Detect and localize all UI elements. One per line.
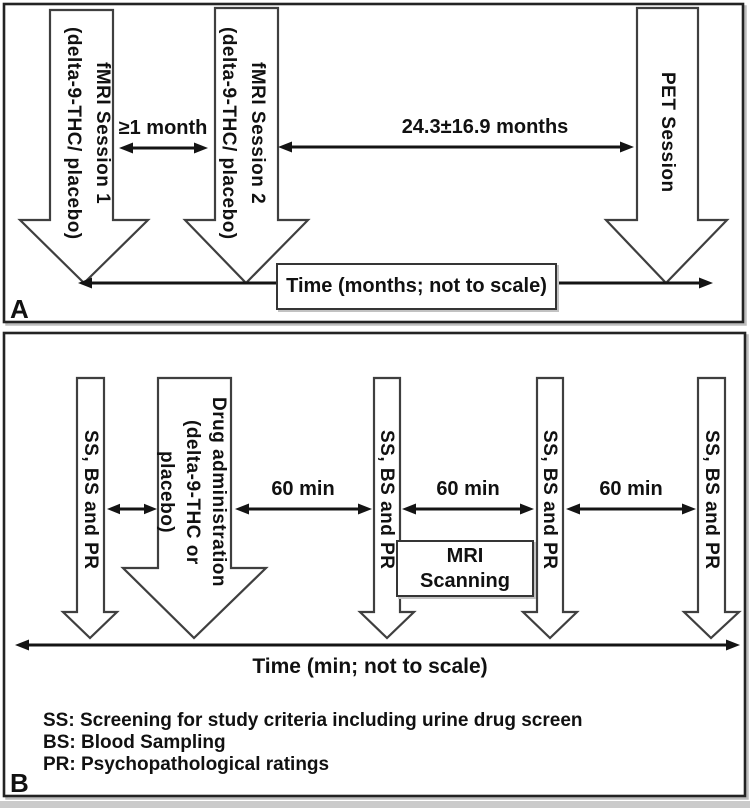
fmri-session-1-subtitle: (delta-9-THC/ placebo) [63, 26, 84, 240]
interval-60min-3-arrow-icon [566, 503, 696, 515]
fmri-session-1-label: fMRI Session 1 (delta-9-THC/ placebo) [59, 12, 117, 254]
pre-drug-interval-arrow-icon [107, 503, 157, 515]
interval-60min-label-1: 60 min [271, 478, 335, 500]
bottom-edge-strip [0, 801, 750, 808]
ss-bs-pr-text-1: SS, BS and PR [80, 430, 101, 570]
ss-bs-pr-arrow-2-icon [357, 376, 417, 640]
drug-admin-line2: (delta-9-THC or [182, 420, 203, 565]
scanning-line: Scanning [419, 569, 510, 592]
legend-ss: SS: Screening for study criteria includi… [43, 710, 583, 731]
mri-line: MRI [446, 544, 484, 567]
fmri-session-2-arrow-icon [182, 6, 311, 285]
panel-a-letter: A [10, 294, 29, 324]
ss-bs-pr-arrow-3-icon [520, 376, 580, 640]
interval-60min-label-2: 60 min [436, 478, 500, 500]
interval-pet-label: 24.3±16.9 months [401, 116, 569, 138]
fmri-session-1-title: fMRI Session 1 [92, 61, 113, 205]
time-axis-b-icon [15, 639, 740, 651]
time-axis-a-box: Time (months; not to scale) [276, 263, 557, 310]
ss-bs-pr-label-1: SS, BS and PR [76, 385, 105, 615]
interval-60min-1-arrow-icon [235, 503, 372, 515]
pet-session-label: PET Session [652, 8, 682, 256]
mri-scanning-label: MRI Scanning [420, 544, 510, 594]
interval-fmri-arrow-icon [119, 142, 208, 154]
drug-administration-label: Drug administration (delta-9-THC or plac… [153, 380, 231, 605]
ss-bs-pr-text-3: SS, BS and PR [539, 430, 560, 570]
time-axis-a-label: Time (months; not to scale) [286, 275, 547, 297]
fmri-session-2-subtitle: (delta-9-THC/ placebo) [218, 26, 239, 240]
ss-bs-pr-text-4: SS, BS and PR [701, 430, 722, 570]
pet-session-title: PET Session [657, 71, 678, 193]
interval-pet-arrow-icon [278, 141, 634, 153]
ss-bs-pr-label-4: SS, BS and PR [697, 385, 726, 615]
interval-60min-label-3: 60 min [599, 478, 663, 500]
drug-admin-line1: Drug administration [208, 397, 229, 588]
pet-session-arrow-icon [603, 6, 730, 285]
fmri-session-1-arrow-icon [17, 8, 151, 285]
interval-60min-2-arrow-icon [402, 503, 534, 515]
fmri-session-2-label: fMRI Session 2 (delta-9-THC/ placebo) [214, 12, 272, 254]
legend-pr: PR: Psychopathological ratings [43, 754, 330, 775]
panel-b-letter: B [10, 768, 29, 798]
time-axis-b-label: Time (min; not to scale) [252, 655, 488, 678]
ss-bs-pr-text-2: SS, BS and PR [376, 430, 397, 570]
legend-bs: BS: Blood Sampling [43, 732, 226, 753]
ss-bs-pr-label-2: SS, BS and PR [372, 385, 401, 615]
drug-admin-line3: placebo) [156, 451, 177, 534]
ss-bs-pr-arrow-4-icon [681, 376, 742, 640]
drug-administration-arrow-icon [120, 376, 269, 640]
ss-bs-pr-label-3: SS, BS and PR [535, 385, 564, 615]
fmri-session-2-title: fMRI Session 2 [247, 61, 268, 205]
ss-bs-pr-arrow-1-icon [60, 376, 120, 640]
mri-scanning-box: MRI Scanning [396, 540, 534, 597]
interval-fmri-label: ≥1 month [118, 117, 208, 139]
